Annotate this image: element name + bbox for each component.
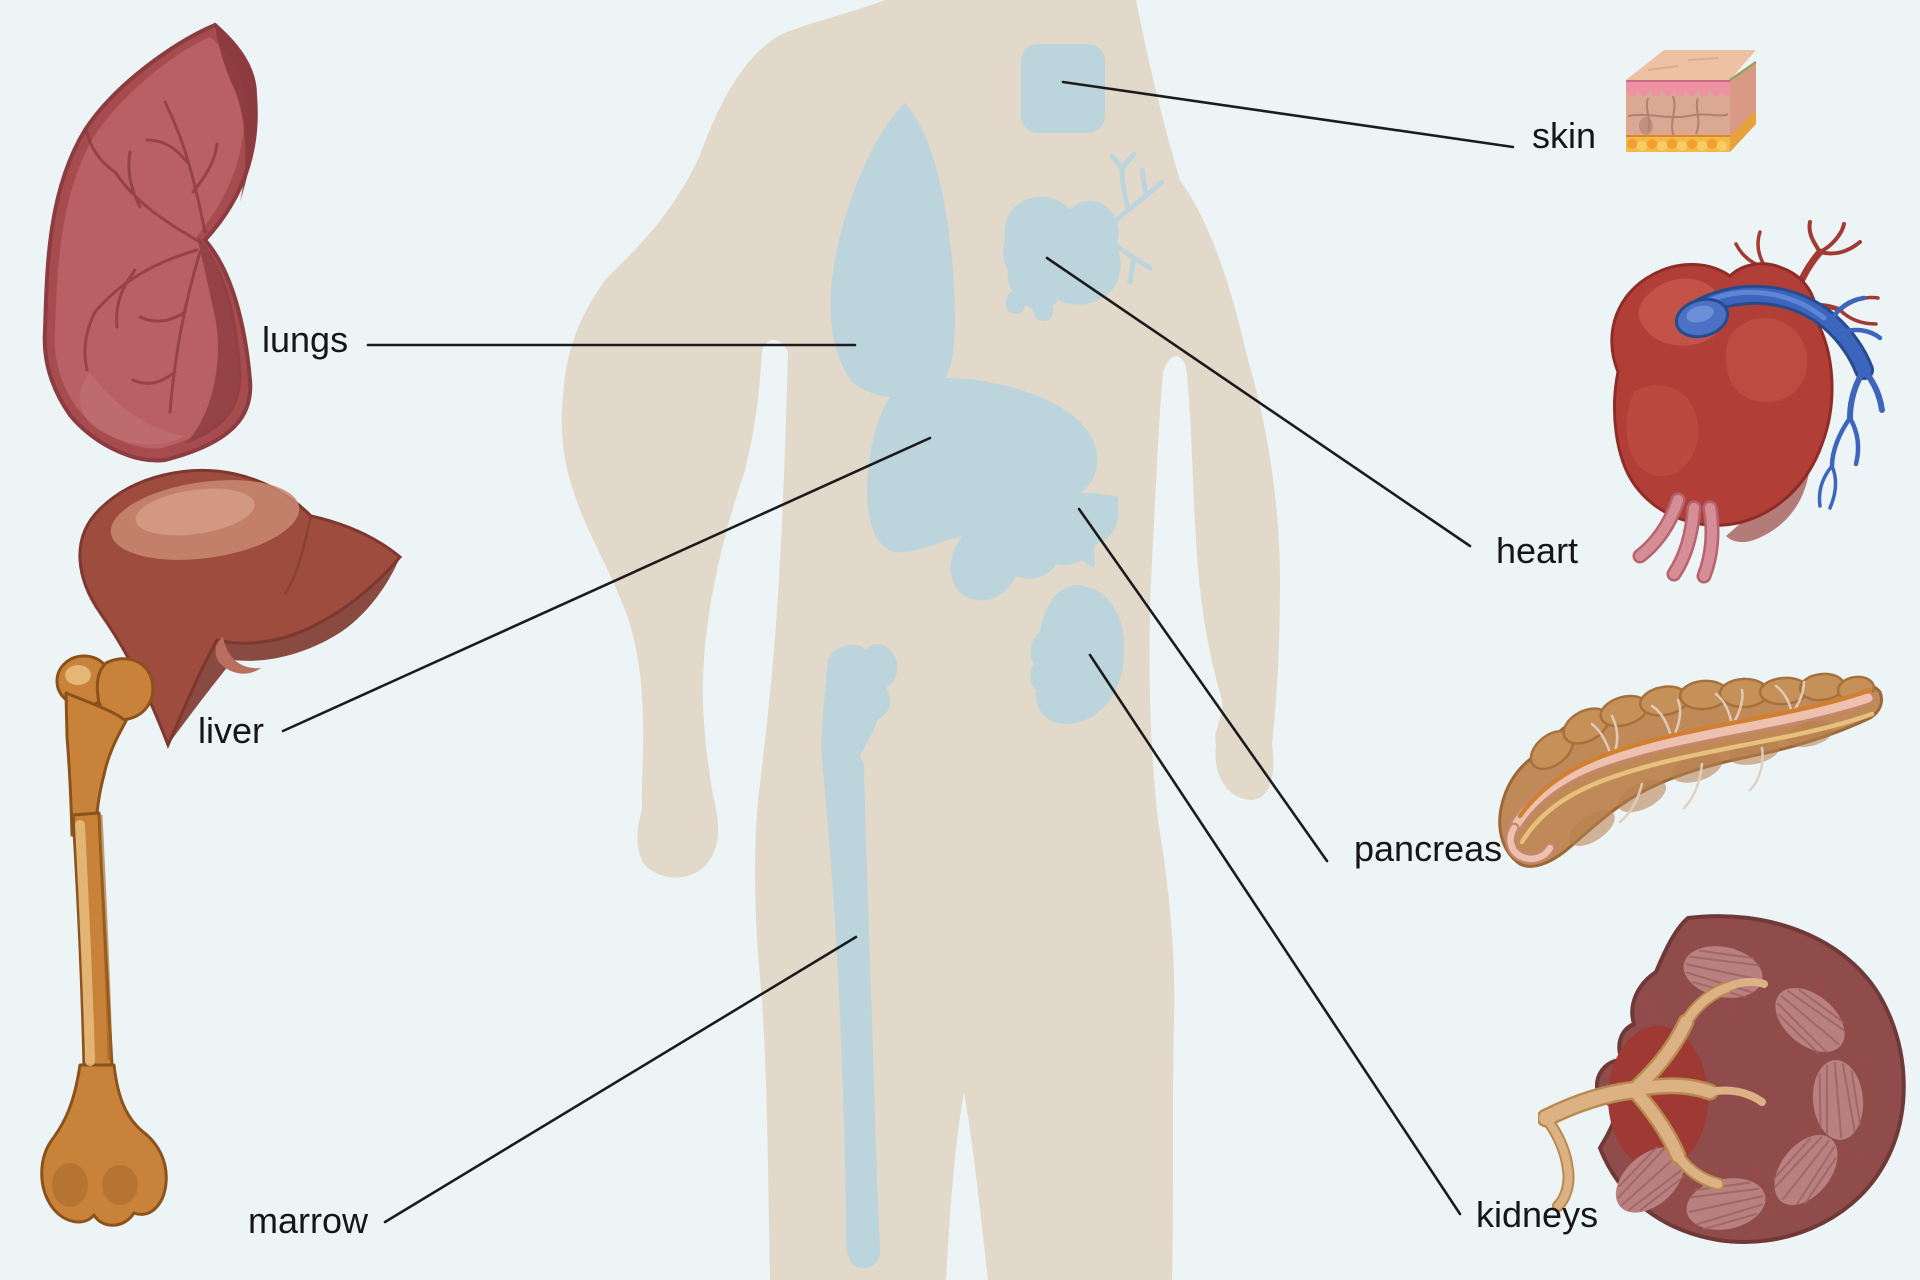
body-kidney-highlight <box>1030 585 1125 725</box>
label-marrow: marrow <box>248 1200 369 1241</box>
label-pancreas: pancreas <box>1354 828 1503 869</box>
body-pancreas-highlight <box>950 492 1119 601</box>
leader-line-pancreas <box>1077 507 1329 863</box>
label-skin: skin <box>1532 115 1597 156</box>
leader-lines <box>281 80 1515 1224</box>
leader-line-marrow <box>383 935 858 1224</box>
body-lungs-highlight <box>830 103 955 398</box>
pancreas-ducts <box>1505 687 1875 865</box>
label-heart: heart <box>1496 530 1579 571</box>
leader-line-heart <box>1045 256 1472 548</box>
label-lungs: lungs <box>262 319 349 360</box>
body-silhouette <box>561 0 1280 1280</box>
label-kidneys: kidneys <box>1476 1194 1599 1235</box>
leader-line-skin <box>1061 80 1515 149</box>
skin-illustration <box>1626 50 1757 152</box>
kidneys-illustration <box>1538 914 1906 1245</box>
liver-illustration <box>78 468 403 749</box>
pancreas-illustration <box>1498 672 1884 868</box>
body-femur-highlight <box>821 643 898 1269</box>
leader-line-kidneys <box>1088 653 1462 1216</box>
heart-vein-blue <box>1690 284 1885 510</box>
body-heart-highlight <box>1003 151 1165 322</box>
lungs-illustration <box>42 22 258 463</box>
body-skin-patch-highlight <box>1021 44 1105 133</box>
heart-vessels-pink <box>1632 492 1720 584</box>
bone-marrow-illustration <box>40 654 168 1227</box>
label-liver: liver <box>198 710 265 751</box>
kidney-pelvis <box>1538 977 1768 1212</box>
heart-illustration <box>1610 220 1885 584</box>
leader-line-liver <box>281 436 932 733</box>
body-organ-highlights <box>821 44 1165 1269</box>
